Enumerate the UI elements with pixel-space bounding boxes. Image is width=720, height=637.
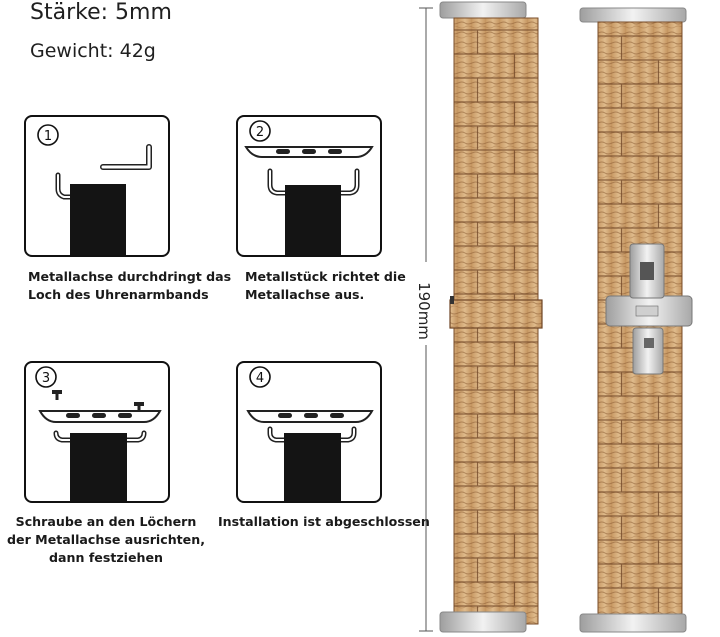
band-connector-bottom: [579, 613, 687, 633]
band-strap-shape: [70, 433, 127, 501]
band-strap-shape: [70, 184, 126, 255]
step-1-caption: Metallachse durchdringt das Loch des Uhr…: [28, 269, 232, 302]
thickness-spec: Stärke: 5mm: [30, 0, 172, 25]
step-4-panel: 4: [236, 361, 382, 503]
step-1-panel: 1: [24, 115, 170, 257]
step-3-number: 3: [42, 371, 50, 386]
band-strap-shape: [285, 185, 341, 255]
band-connector-top: [579, 7, 687, 23]
wooden-band-right: [579, 7, 693, 633]
butterfly-clasp-icon: [605, 243, 693, 375]
step-2-badge: 2: [249, 120, 271, 142]
wooden-bands-illustration: [439, 1, 693, 633]
band-connector-bottom: [439, 611, 527, 633]
metal-axis-icon: [55, 144, 152, 200]
step-3-caption: Schraube an den Löchern der Metallachse …: [7, 514, 205, 565]
screw-icon: [52, 390, 144, 411]
step-2-caption: Metallstück richtet die Metallachse aus.: [245, 269, 406, 302]
band-strap-shape: [284, 433, 341, 501]
weight-spec: Gewicht: 42g: [30, 40, 156, 62]
step-3-badge: 3: [35, 366, 57, 388]
band-clasp-segment: [449, 299, 543, 329]
step-4-caption: Installation ist abgeschlossen: [218, 514, 430, 529]
step-1-number: 1: [44, 129, 52, 144]
wooden-band-left: [439, 1, 543, 633]
band-connector-top: [439, 1, 527, 19]
step-4-badge: 4: [249, 366, 271, 388]
metal-plate-icon: [246, 410, 374, 423]
step-2-panel: 2: [236, 115, 382, 257]
length-measure-line: [419, 7, 433, 632]
metal-plate-icon: [244, 146, 374, 158]
step-4-number: 4: [256, 371, 264, 386]
step-2-number: 2: [256, 125, 264, 140]
step-1-badge: 1: [37, 124, 59, 146]
step-3-panel: 3: [24, 361, 170, 503]
metal-plate-icon: [38, 410, 162, 423]
